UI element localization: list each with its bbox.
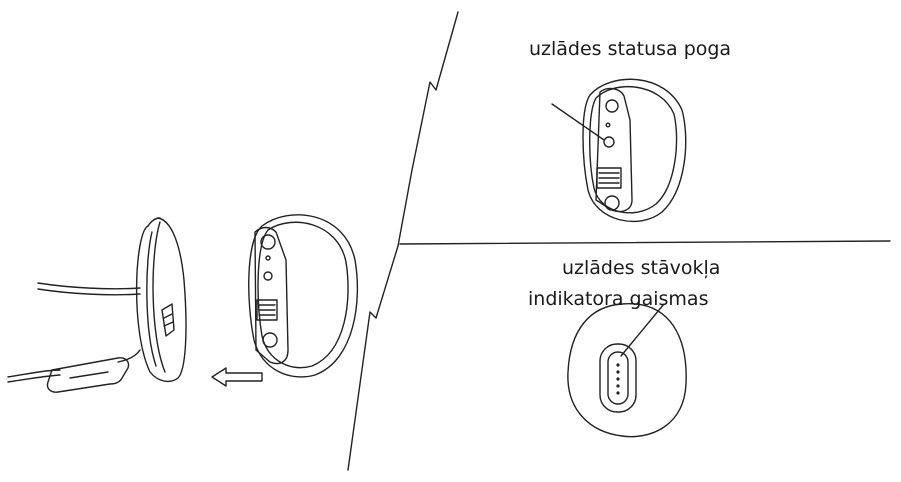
insert-arrow-icon [212, 368, 262, 386]
horizontal-divider [400, 241, 890, 244]
charging-dock [137, 218, 186, 381]
device-back-view [552, 79, 686, 221]
indicator-light [616, 391, 620, 395]
indicator-light [616, 363, 620, 367]
diagonal-divider [348, 12, 458, 470]
indicator-light [616, 370, 620, 374]
doorbell-device [249, 215, 358, 377]
indicator-lights [616, 363, 620, 395]
indicator-light [616, 377, 620, 381]
indicator-pointer [621, 304, 664, 356]
charge-button-pointer [552, 104, 604, 140]
charging-cable [8, 283, 140, 392]
indicator-label-line1: uzlādes stāvokļa [562, 257, 721, 279]
charge-button-label: uzlādes statusa poga [529, 38, 732, 60]
indicator-label-line2: indikatora gaismas [528, 288, 709, 310]
indicator-light [616, 384, 620, 388]
device-front-view [568, 304, 686, 437]
